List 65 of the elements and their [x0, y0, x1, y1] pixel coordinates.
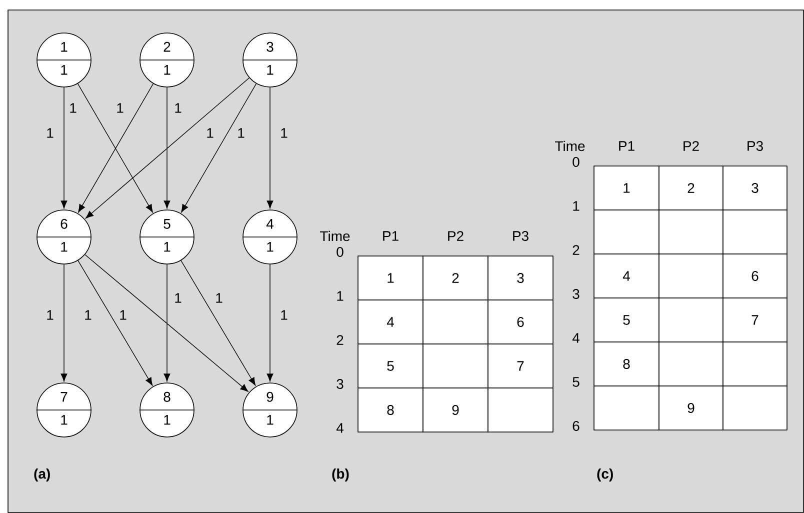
time-tick: 1	[337, 291, 344, 301]
edge-label: 1	[207, 128, 214, 138]
time-tick: 5	[572, 377, 580, 387]
arrow	[164, 264, 170, 382]
edge-label: 1	[216, 293, 222, 303]
edge-label: 1	[85, 310, 92, 320]
column-header: Time	[555, 140, 585, 152]
edge-label: 1	[281, 128, 288, 138]
arrow	[180, 260, 256, 386]
time-tick: 0	[572, 157, 580, 167]
time-tick: 0	[336, 247, 344, 257]
table-cell: 5	[358, 344, 424, 388]
panel-label: (b)	[332, 468, 349, 482]
edge-label: 1	[120, 310, 126, 320]
table-cell: 2	[422, 256, 488, 300]
panel-label: (c)	[597, 468, 613, 482]
panel-label: (a)	[34, 468, 50, 482]
table-cell: 9	[658, 386, 724, 430]
arrow	[266, 87, 274, 209]
table-cell: 3	[722, 166, 788, 210]
table-cell: 8	[594, 342, 660, 386]
time-tick: 2	[572, 245, 580, 255]
time-tick: 6	[572, 421, 580, 431]
arrow	[78, 260, 153, 386]
table-cell: 4	[594, 254, 660, 298]
time-tick: 4	[572, 333, 580, 343]
time-tick: 3	[572, 289, 580, 299]
column-header: P3	[513, 231, 528, 241]
table-cell: 3	[488, 256, 554, 300]
table-cell: 6	[722, 254, 788, 298]
arrow	[266, 264, 274, 382]
arrow	[86, 78, 250, 219]
table-cell: 7	[722, 298, 788, 342]
table-cell: 5	[594, 298, 660, 342]
edge-label: 1	[175, 103, 182, 113]
column-header: P1	[619, 141, 634, 151]
time-tick: 4	[336, 423, 344, 433]
arrow	[181, 83, 257, 212]
table-cell: 6	[488, 300, 554, 344]
edge-label: 1	[70, 103, 76, 113]
edge-label: 1	[281, 310, 288, 320]
edge-label: 1	[117, 103, 124, 113]
table-cell: 9	[422, 388, 488, 432]
column-header: P1	[383, 231, 398, 241]
arrow	[60, 264, 68, 382]
table-cell: 1	[358, 256, 424, 300]
column-header: Time	[320, 230, 350, 242]
edge-label: 1	[47, 128, 54, 138]
arrow	[84, 254, 248, 392]
edge-label: 1	[175, 293, 182, 303]
table-cell: 4	[358, 300, 424, 344]
table-cell: 7	[488, 344, 554, 388]
column-header: P2	[684, 141, 699, 151]
time-tick: 3	[336, 379, 344, 389]
edge-label: 1	[238, 128, 244, 138]
time-tick: 2	[336, 335, 344, 345]
edge-label: 1	[47, 310, 54, 320]
arrow	[164, 87, 170, 209]
column-header: P2	[448, 231, 464, 241]
table-cell: 1	[594, 166, 660, 210]
time-tick: 1	[573, 201, 580, 211]
arrow	[60, 87, 68, 209]
table-cell: 2	[658, 166, 724, 210]
table-cell: 8	[358, 388, 424, 432]
column-header: P3	[748, 141, 763, 151]
